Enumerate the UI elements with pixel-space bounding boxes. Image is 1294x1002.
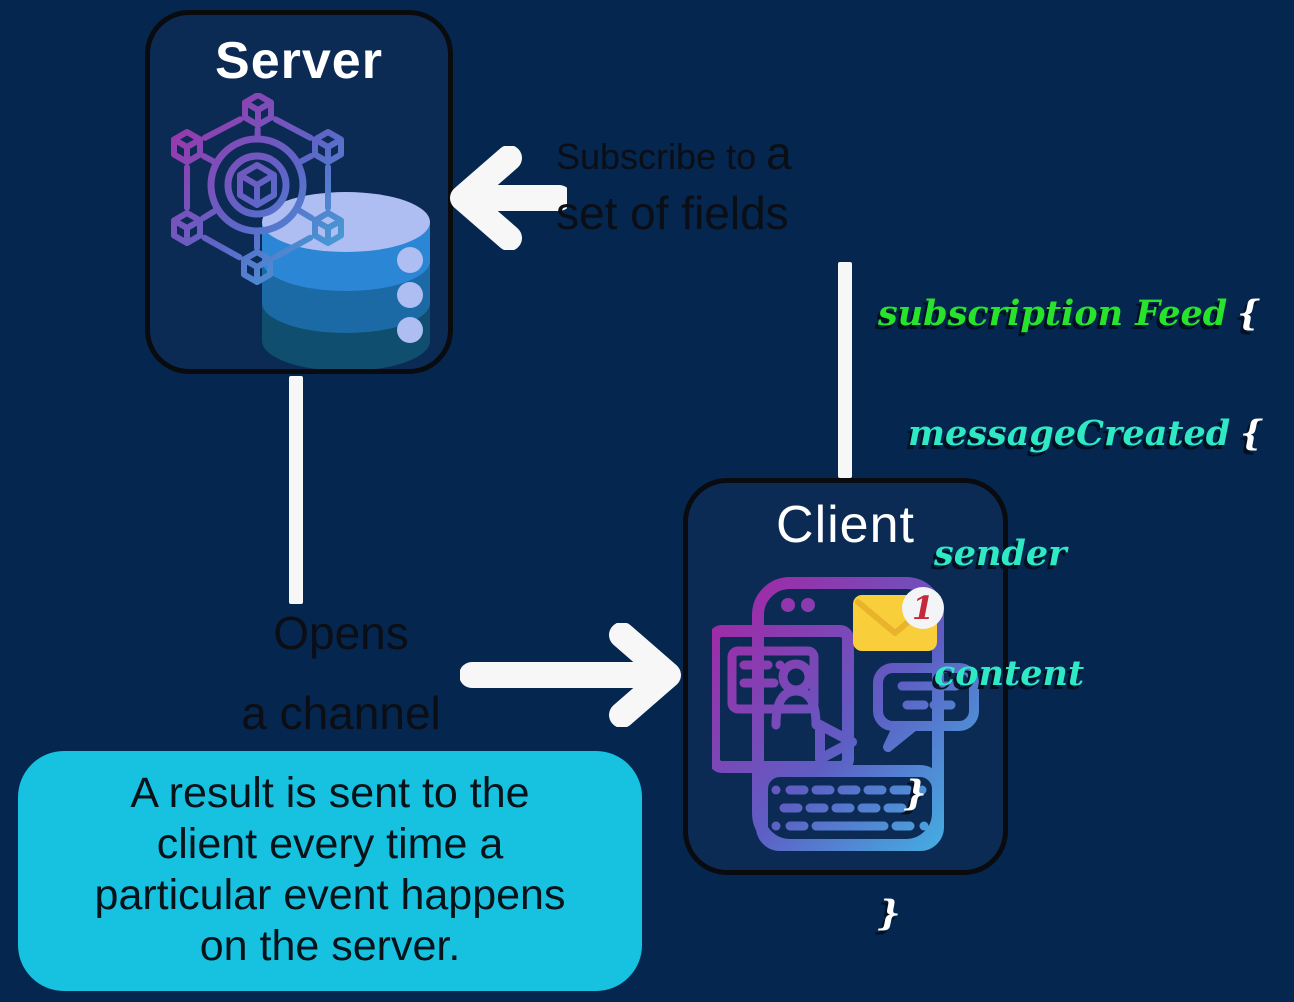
connector-line-fields-to-client (838, 262, 852, 478)
speech-bubble-icon (873, 663, 979, 752)
play-icon (815, 720, 857, 764)
note-line: particular event happens (94, 871, 566, 919)
cube-network-icon (171, 93, 344, 285)
server-network-database-icon (171, 93, 430, 369)
client-messaging-icon: 1 (712, 577, 979, 851)
channel-label: Opens a channel (210, 606, 472, 740)
code-line: } (904, 773, 927, 814)
graphql-subscription-code: subscription Feed{ messageCreated{ sende… (878, 214, 1263, 1002)
note-line: client every time a (156, 820, 504, 868)
notification-badge (902, 587, 944, 629)
arrow-right-icon (460, 623, 681, 727)
envelope-icon: 1 (853, 587, 944, 651)
subscribe-label-line1: Subscribe to (556, 136, 767, 177)
person-icon (771, 659, 821, 730)
code-line: sender (934, 533, 1067, 574)
client-box: Client (683, 478, 1008, 875)
server-title: Server (215, 32, 383, 90)
connector-line-server-to-channel (289, 376, 303, 604)
database-cylinder-icon (262, 192, 430, 369)
browser-dots-icon (781, 598, 815, 612)
keyboard-icon (756, 765, 944, 851)
arrow-left-icon (450, 146, 567, 250)
client-title: Client (776, 496, 915, 554)
subscribe-label: Subscribe to a set of fields (556, 130, 876, 236)
code-line: messageCreated{ (908, 413, 1263, 454)
code-line: content (934, 653, 1085, 694)
subscribe-label-line2: set of fields (556, 187, 789, 239)
note-line: A result is sent to the (130, 769, 530, 817)
channel-label-line2: a channel (241, 687, 441, 739)
notification-count: 1 (912, 589, 934, 627)
code-line: subscription Feed{ (878, 293, 1260, 334)
result-note-box: A result is sent to the client every tim… (18, 751, 642, 991)
note-line: on the server. (199, 922, 461, 970)
code-line: } (878, 893, 901, 934)
channel-label-line1: Opens (273, 607, 409, 659)
server-box: Server (145, 10, 453, 374)
